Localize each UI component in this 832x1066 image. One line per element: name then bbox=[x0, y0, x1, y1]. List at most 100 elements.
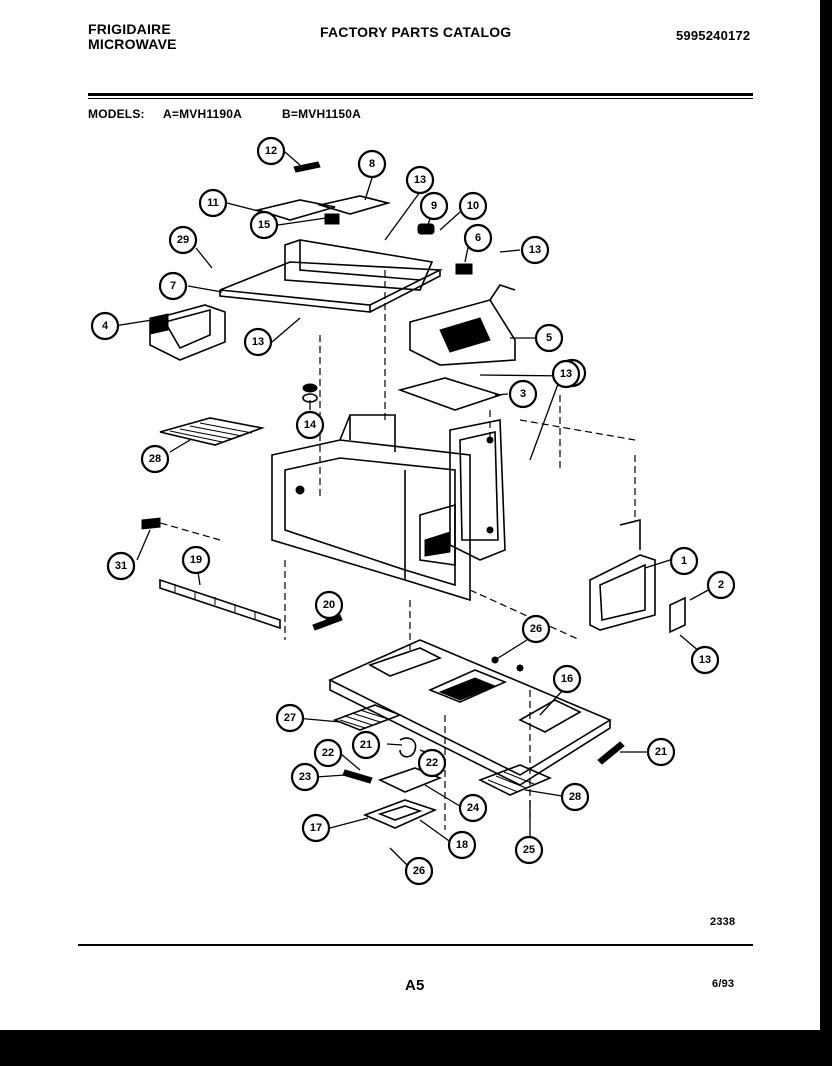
callout-label: 20 bbox=[323, 599, 335, 611]
side-panel-part bbox=[449, 419, 506, 561]
callout-circle bbox=[168, 225, 198, 255]
callout-label: 17 bbox=[310, 822, 322, 834]
model-b: B=MVH1150A bbox=[282, 107, 362, 121]
callout-label: 28 bbox=[569, 791, 581, 803]
callout-circle bbox=[458, 793, 488, 823]
callout-circle bbox=[351, 730, 381, 760]
callout-circle bbox=[669, 546, 699, 576]
callout-circle bbox=[198, 188, 228, 218]
bracket-part-4 bbox=[149, 304, 226, 361]
callout-label: 21 bbox=[655, 746, 667, 758]
callout-circle bbox=[405, 165, 435, 195]
callout-label: 14 bbox=[304, 419, 317, 431]
callout-circle bbox=[313, 738, 343, 768]
frame-part-18 bbox=[362, 799, 438, 829]
part-6 bbox=[455, 263, 473, 275]
callout-circle bbox=[521, 614, 551, 644]
plate-part-25 bbox=[377, 767, 443, 793]
callout-circle bbox=[106, 551, 136, 581]
part-24 bbox=[342, 769, 373, 784]
part-9 bbox=[417, 223, 435, 235]
callout-circle bbox=[419, 191, 449, 221]
callout-label: 31 bbox=[115, 560, 127, 572]
callout-circle bbox=[646, 737, 676, 767]
callout-circle bbox=[256, 136, 286, 166]
callout-label: 6 bbox=[475, 232, 481, 244]
callout-circle bbox=[552, 664, 582, 694]
callout-circle bbox=[301, 813, 331, 843]
callout-circle bbox=[90, 311, 120, 341]
callout-label: 13 bbox=[529, 244, 541, 256]
callout-label: 13 bbox=[560, 368, 572, 380]
bracket-part-8 bbox=[316, 195, 392, 215]
callout-circle bbox=[295, 410, 325, 440]
callout-circle bbox=[690, 645, 720, 675]
callout-label: 9 bbox=[431, 200, 437, 212]
callouts: 1234567891011121313131313131415161718192… bbox=[90, 136, 736, 886]
callout-label: 24 bbox=[467, 802, 480, 814]
callout-label: 18 bbox=[456, 839, 468, 851]
callout-label: 11 bbox=[207, 197, 219, 209]
callout-circle bbox=[290, 762, 320, 792]
callout-label: 8 bbox=[369, 158, 375, 170]
callout-circle bbox=[551, 359, 581, 389]
callout-circle bbox=[181, 545, 211, 575]
footer-rule bbox=[78, 944, 753, 946]
callout-circle bbox=[508, 379, 538, 409]
callout-label: 5 bbox=[546, 332, 552, 344]
callout-label: 1 bbox=[681, 555, 687, 567]
callout-label: 22 bbox=[426, 757, 438, 769]
callout-circle bbox=[404, 856, 434, 886]
date-code: 6/93 bbox=[712, 978, 735, 990]
plate-part-3 bbox=[397, 377, 503, 411]
wrapper-top-part bbox=[284, 239, 434, 291]
brand-name: FRIGIDAIRE bbox=[88, 21, 171, 37]
callout-label: 25 bbox=[523, 844, 535, 856]
duct-part-5 bbox=[409, 284, 516, 366]
callout-label: 23 bbox=[299, 771, 311, 783]
callout-label: 4 bbox=[102, 320, 109, 332]
callout-label: 13 bbox=[414, 174, 426, 186]
callout-circle bbox=[520, 235, 550, 265]
callout-label: 27 bbox=[284, 712, 296, 724]
callout-label: 16 bbox=[561, 673, 573, 685]
callout-circle bbox=[417, 748, 447, 778]
part-14 bbox=[302, 383, 318, 403]
callout-circle bbox=[243, 327, 273, 357]
callout-circle bbox=[158, 271, 188, 301]
header-rule bbox=[88, 93, 753, 96]
hatched-part-28 bbox=[332, 704, 553, 796]
callout-label: 13 bbox=[699, 654, 711, 666]
callout-label: 15 bbox=[258, 219, 270, 231]
callout-label: 13 bbox=[252, 336, 264, 348]
callout-label: 12 bbox=[265, 145, 277, 157]
callout-label: 3 bbox=[520, 388, 526, 400]
catalog-number: 5995240172 bbox=[676, 28, 751, 43]
callout-circle bbox=[706, 570, 736, 600]
models-label: MODELS: bbox=[88, 107, 145, 121]
alignment-lines bbox=[149, 270, 636, 830]
diagram-code: 2338 bbox=[710, 916, 736, 928]
callout-label: 26 bbox=[413, 865, 425, 877]
part-31 bbox=[141, 517, 161, 530]
door-panel-part-1 bbox=[589, 518, 656, 631]
product-type: MICROWAVE bbox=[88, 36, 177, 52]
callout-circle bbox=[514, 835, 544, 865]
callout-circle bbox=[447, 830, 477, 860]
callout-label: 21 bbox=[360, 739, 372, 751]
callout-circle bbox=[458, 191, 488, 221]
exploded-parts-diagram: 1234567891011121313131313131415161718192… bbox=[90, 136, 736, 886]
parts-catalog-sheet: FRIGIDAIRE MICROWAVE FACTORY PARTS CATAL… bbox=[0, 0, 820, 1030]
model-a: A=MVH1190A bbox=[163, 107, 243, 121]
callout-circle bbox=[275, 703, 305, 733]
callout-circle bbox=[357, 149, 387, 179]
callout-label: 10 bbox=[467, 200, 479, 212]
hinge-part-2 bbox=[669, 596, 686, 634]
callout-circle bbox=[140, 444, 170, 474]
callout-label: 7 bbox=[170, 280, 176, 292]
catalog-title: FACTORY PARTS CATALOG bbox=[320, 24, 512, 40]
callout-circle bbox=[249, 210, 279, 240]
part-21-right bbox=[597, 741, 625, 765]
callout-label: 29 bbox=[177, 234, 189, 246]
part-15 bbox=[324, 213, 340, 225]
